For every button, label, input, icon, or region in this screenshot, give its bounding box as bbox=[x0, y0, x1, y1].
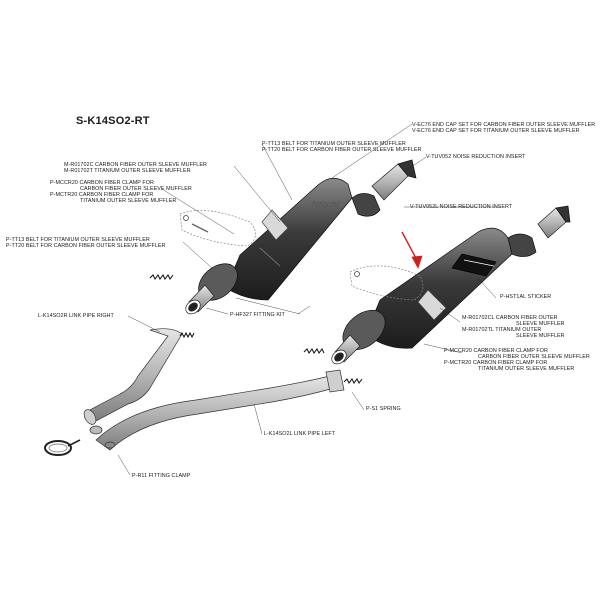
label-link-pipe-right: L-K14SO2R LINK PIPE RIGHT bbox=[38, 313, 114, 319]
link-pipe-left bbox=[95, 369, 345, 451]
label-end-cap-set: V-EC76 END CAP SET FOR CARBON FIBER OUTE… bbox=[412, 122, 596, 134]
label-belt-top: P-TT13 BELT FOR TITANIUM OUTER SLEEVE MU… bbox=[262, 141, 422, 153]
label-noise-insert: V-TUV052 NOISE REDUCTION INSERT bbox=[426, 154, 526, 160]
upper-end-cap bbox=[351, 193, 381, 217]
label-sticker: P-HST1AL STICKER bbox=[500, 294, 552, 300]
spring-1 bbox=[149, 274, 174, 280]
label-muffler-sleeve: M-R01702C CARBON FIBER OUTER SLEEVE MUFF… bbox=[64, 162, 207, 174]
small-clamp bbox=[89, 425, 116, 449]
watermark: hirochi bbox=[312, 199, 339, 209]
label-noise-insert-l: V-TUV052L NOISE REDUCTION INSERT bbox=[410, 204, 513, 210]
label-fitting-kit: P-HF327 FITTING KIT bbox=[230, 312, 285, 318]
lower-bracket-plate bbox=[349, 265, 424, 301]
label-fitting-clamp: P-R11 FITTING CLAMP bbox=[132, 473, 191, 479]
link-pipe-right bbox=[83, 328, 183, 425]
lower-end-cap bbox=[507, 233, 537, 257]
upper-bracket-plate bbox=[179, 210, 256, 247]
label-spring: P-S1 SPRING bbox=[366, 406, 401, 412]
spring-4 bbox=[343, 378, 363, 384]
lower-noise-insert bbox=[537, 205, 571, 239]
spring-3 bbox=[303, 348, 325, 354]
label-link-pipe-left: L-K14SO2L LINK PIPE LEFT bbox=[264, 431, 336, 437]
upper-muffler bbox=[185, 177, 353, 315]
fitting-clamp bbox=[44, 439, 81, 456]
lower-muffler bbox=[331, 227, 513, 365]
diagram-title: S-K14SO2-RT bbox=[76, 115, 150, 127]
label-belt-left: P-TT13 BELT FOR TITANIUM OUTER SLEEVE MU… bbox=[6, 237, 166, 249]
spring-2 bbox=[179, 331, 195, 339]
leader-lines bbox=[117, 123, 500, 476]
upper-noise-insert bbox=[371, 159, 417, 201]
red-arrow bbox=[401, 231, 423, 269]
